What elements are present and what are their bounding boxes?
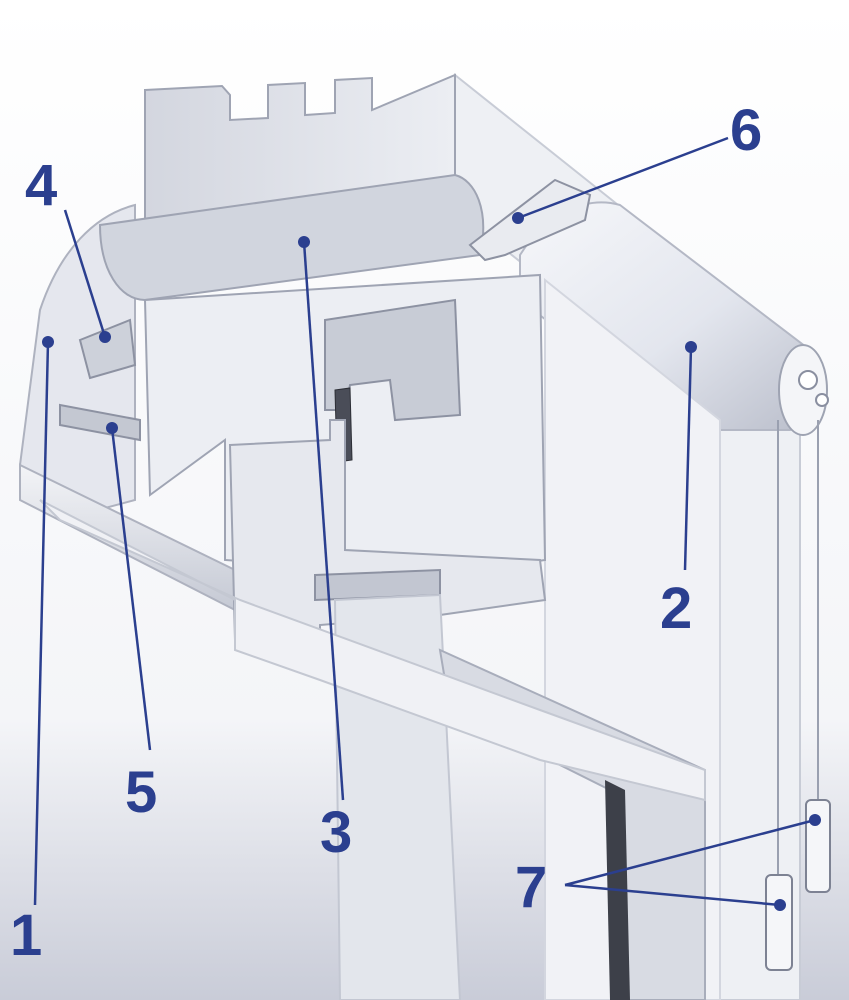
label-5: 5: [125, 760, 157, 825]
leader-line-6: [517, 136, 729, 220]
leader-line-2: [683, 346, 693, 571]
leader-line-3: [302, 241, 345, 801]
leader-lines: [33, 136, 816, 907]
leader-dots: [42, 212, 821, 911]
cord-weight-left: [765, 874, 793, 971]
label-1: 1: [10, 903, 42, 968]
dot-3: [298, 236, 310, 248]
label-4: 4: [25, 153, 57, 218]
cassette-side-guide: [18, 203, 136, 522]
clamping-profile: [78, 318, 137, 380]
leader-line-5: [110, 427, 152, 751]
dot-2: [685, 341, 697, 353]
label-2: 2: [660, 576, 692, 641]
dot-1: [42, 336, 54, 348]
lower-sill-bar: [39, 499, 706, 802]
roller-bearing: [798, 370, 818, 390]
leader-line-7b: [564, 883, 781, 907]
callout-labels: 1 2 3 4 5 6 7: [10, 98, 762, 968]
cord-weight-right: [805, 799, 831, 893]
roller-bearing-small: [815, 393, 829, 407]
dot-5: [106, 422, 118, 434]
dot-4: [99, 331, 111, 343]
rail-groove: [59, 403, 141, 442]
profile-chamber: [324, 298, 462, 422]
dot-7a: [809, 814, 821, 826]
leader-line-7a: [564, 818, 816, 887]
leader-line-4: [63, 209, 107, 338]
dot-7b: [774, 899, 786, 911]
leader-line-1: [33, 341, 50, 906]
label-6: 6: [730, 98, 762, 163]
label-3: 3: [320, 800, 352, 865]
label-7: 7: [515, 855, 547, 920]
roller-end-cap: [778, 344, 828, 436]
dot-6: [512, 212, 524, 224]
top-clip: [468, 178, 592, 262]
